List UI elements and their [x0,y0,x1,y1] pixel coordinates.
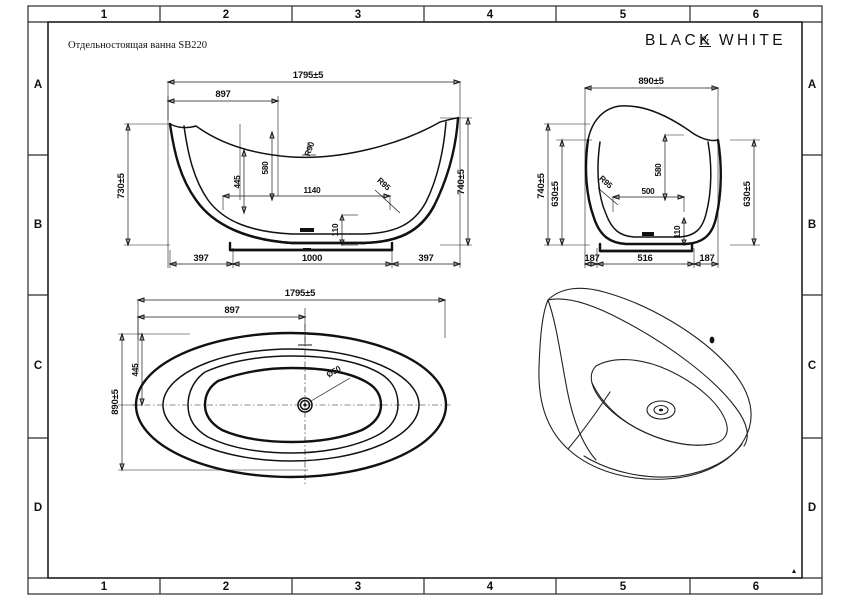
zone-band-right [801,22,822,578]
dim-side-r95: R95 [597,174,619,206]
zone-band-bottom [28,577,822,594]
dim-side-580-label: 580 [654,163,663,177]
zone-label-top-2: 2 [223,9,229,21]
dim-side-110: 110 [673,216,687,247]
dim-front-right-height-label: 740±5 [456,168,467,194]
zone-label-left-a: A [34,79,42,91]
dim-front-1140: 1140 [221,186,392,210]
dim-front-r95: R95 [374,176,401,214]
logo-text-left: BLACK [645,32,713,49]
dim-front-110-label: 110 [331,223,340,236]
dim-side-580: 580 [654,133,684,202]
dim-side-500: 500 [611,187,686,212]
dim-side-base-left-label: 187 [584,253,599,264]
dim-front-580: 580 [261,130,275,202]
view-side-elevation: 890±5 740±5 630±5 630±5 [536,76,760,268]
dim-side-overall-width-label: 890±5 [638,76,664,87]
dim-side-base-chain: 187 516 187 [583,253,720,267]
dim-front-base-chain: 397 1000 397 [168,253,462,267]
sheet-corner-mark [792,569,796,573]
zone-label-left-b: B [34,219,42,231]
dim-side-base-right-label: 187 [699,253,714,264]
logo-text-right: WHITE [719,32,786,49]
dim-top-445: 445 [131,332,145,407]
dim-front-overall-length: 1795±5 [166,70,462,85]
zone-label-bottom-5: 5 [620,581,627,593]
front-bathtub-outline [168,116,460,252]
view-front-elevation: 1795±5 897 730±5 740±5 [116,70,472,268]
zone-label-bottom-6: 6 [753,581,759,593]
zone-label-left-d: D [34,502,42,514]
dim-top-overall-width: 890±5 [110,332,125,472]
dim-side-base-center-label: 516 [637,253,652,264]
dim-front-left-height: 730±5 [116,122,131,247]
dim-front-897-label: 897 [215,89,230,100]
zone-label-top-4: 4 [487,9,494,21]
dim-side-rim-right-label: 630±5 [742,180,753,206]
dim-side-rim-right: 630±5 [742,138,757,247]
dim-front-left-height-label: 730±5 [116,172,127,198]
zone-band-top [28,6,822,23]
dim-side-height-left: 740±5 [536,122,551,247]
dim-front-r95-label: R95 [375,176,392,193]
zone-label-top-5: 5 [620,9,627,21]
dim-side-rim-left-label: 630±5 [550,180,561,206]
zone-label-right-d: D [808,502,816,514]
dim-front-overall-length-label: 1795±5 [293,70,324,81]
zone-label-right-b: B [808,219,816,231]
front-extension-lines [124,82,472,268]
zone-label-bottom-2: 2 [223,581,229,593]
dim-side-r95-label: R95 [597,174,614,191]
dim-front-445-label: 445 [233,175,242,189]
zone-label-top-6: 6 [753,9,759,21]
dim-front-base-right-label: 397 [418,253,433,264]
view-top-plan: 1795±5 897 445 890±5 [110,288,452,484]
zone-band-left [28,22,49,578]
dim-front-897: 897 [166,89,280,104]
side-extension-lines [544,88,760,268]
dim-side-height-left-label: 740±5 [536,172,547,198]
dim-top-445-label: 445 [131,363,140,377]
dim-front-1140-label: 1140 [304,186,322,195]
dim-top-overall-length: 1795±5 [136,288,447,303]
zone-label-top-3: 3 [355,9,361,21]
dim-top-drain-diameter-label: Ø50 [325,364,343,380]
dim-front-right-height: 740±5 [456,116,471,247]
zone-label-right-c: C [808,360,816,372]
iso-drain-symbol [646,400,676,420]
side-bathtub-outline [584,105,722,253]
zone-label-right-a: A [808,79,816,91]
zone-label-bottom-3: 3 [355,581,361,593]
dim-front-445: 445 [233,148,247,215]
dim-top-overall-width-label: 890±5 [110,388,121,414]
drawing-title: Отдельностоящая ванна SB220 [68,40,207,51]
top-drain-symbol [297,344,313,413]
zone-label-left-c: C [34,360,42,372]
dim-front-580-label: 580 [261,161,270,175]
zone-label-bottom-1: 1 [101,581,108,593]
dim-front-base-center-label: 1000 [302,253,322,264]
top-bathtub-outline [134,331,448,479]
view-isometric [538,287,752,480]
top-extension-lines [118,300,446,471]
brand-logo: BLACK & WHITE [645,32,786,49]
dim-side-500-label: 500 [641,187,655,196]
iso-overflow-hole [709,336,715,344]
dim-front-110: 110 [331,213,358,247]
dim-side-rim-left: 630±5 [550,138,565,247]
dim-side-overall-width: 890±5 [583,76,720,91]
dim-side-110-label: 110 [673,225,682,238]
dim-front-base-left-label: 397 [193,253,208,264]
zone-label-top-1: 1 [101,9,108,21]
dim-front-r90: R90 [302,140,317,157]
zone-label-bottom-4: 4 [487,581,494,593]
dim-top-overall-length-label: 1795±5 [285,288,316,299]
dim-top-897-label: 897 [224,305,239,316]
dim-top-897: 897 [136,305,307,320]
logo-ampersand: & [700,33,710,47]
